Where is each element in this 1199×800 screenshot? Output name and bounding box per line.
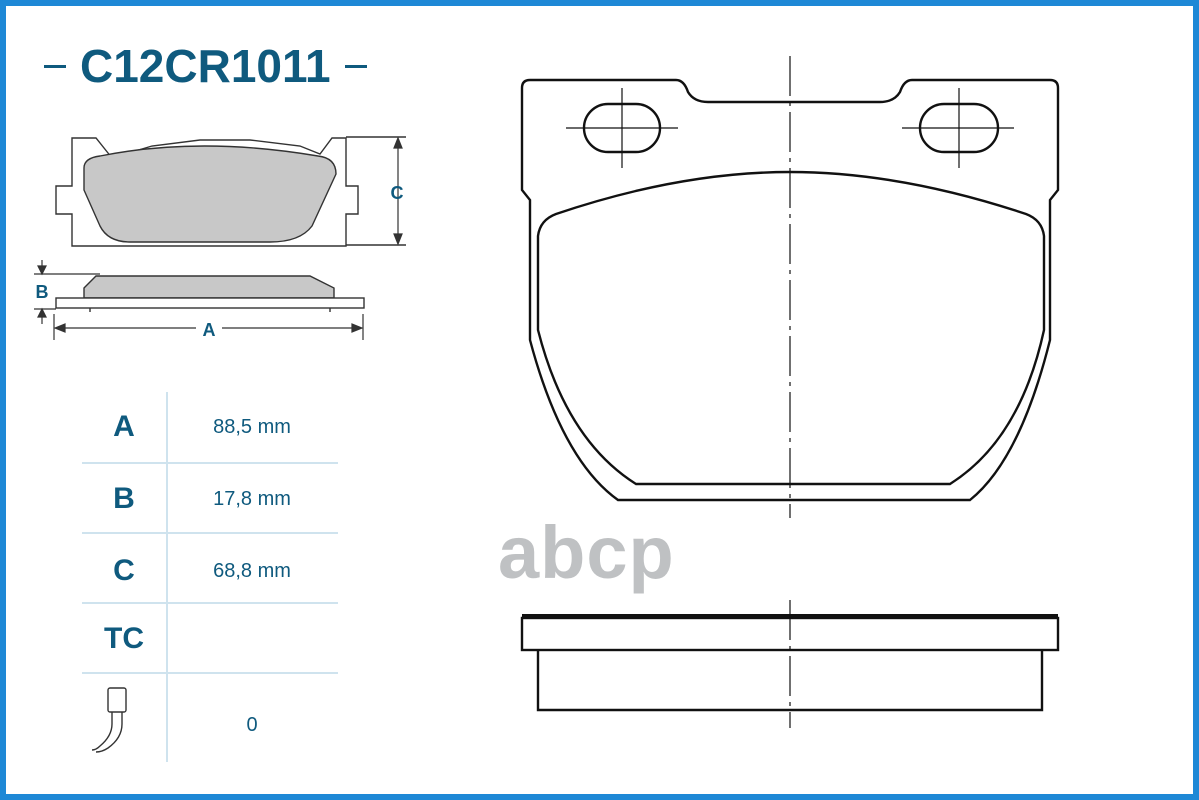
row-separator <box>82 602 338 604</box>
watermark-logo: abcp <box>498 511 675 594</box>
spec-row-tc: TC <box>82 604 338 674</box>
spec-value: 88,5 mm <box>213 415 291 438</box>
spec-value: 17,8 mm <box>213 487 291 510</box>
spec-label: TC <box>104 622 144 655</box>
spec-value: 0 <box>246 713 258 736</box>
wear-sensor-icon <box>91 687 127 753</box>
spec-value: 68,8 mm <box>213 559 291 582</box>
dimension-c-label: C <box>391 183 404 203</box>
page-title: C12CR1011 <box>44 36 367 96</box>
row-separator <box>82 532 338 534</box>
part-number: C12CR1011 <box>80 40 331 92</box>
dimension-a-label-bg <box>196 318 222 340</box>
row-separator <box>82 672 338 674</box>
spec-label: A <box>113 410 135 443</box>
dimension-a-label: A <box>203 320 216 340</box>
spec-row-b: B 17,8 mm <box>82 464 338 534</box>
spec-row-c: C 68,8 mm <box>82 536 338 606</box>
spec-table: A 88,5 mm B 17,8 mm C 68,8 mm TC 0 <box>82 392 338 762</box>
spec-label: B <box>113 482 135 515</box>
spec-label: C <box>113 554 135 587</box>
dimension-b-arrow <box>34 260 100 324</box>
title-dash-left <box>44 64 66 68</box>
pad-top-view <box>55 136 406 247</box>
spec-row-a: A 88,5 mm <box>82 392 338 462</box>
dimension-c-arrow <box>393 136 403 246</box>
pad-centerlines <box>566 56 1014 518</box>
dimension-b-label: B <box>36 282 49 302</box>
title-dash-right <box>344 64 367 68</box>
pad-side-view <box>55 275 365 312</box>
row-separator <box>82 462 338 464</box>
spec-column-separator <box>166 392 168 762</box>
spec-row-sensor: 0 <box>82 690 338 760</box>
